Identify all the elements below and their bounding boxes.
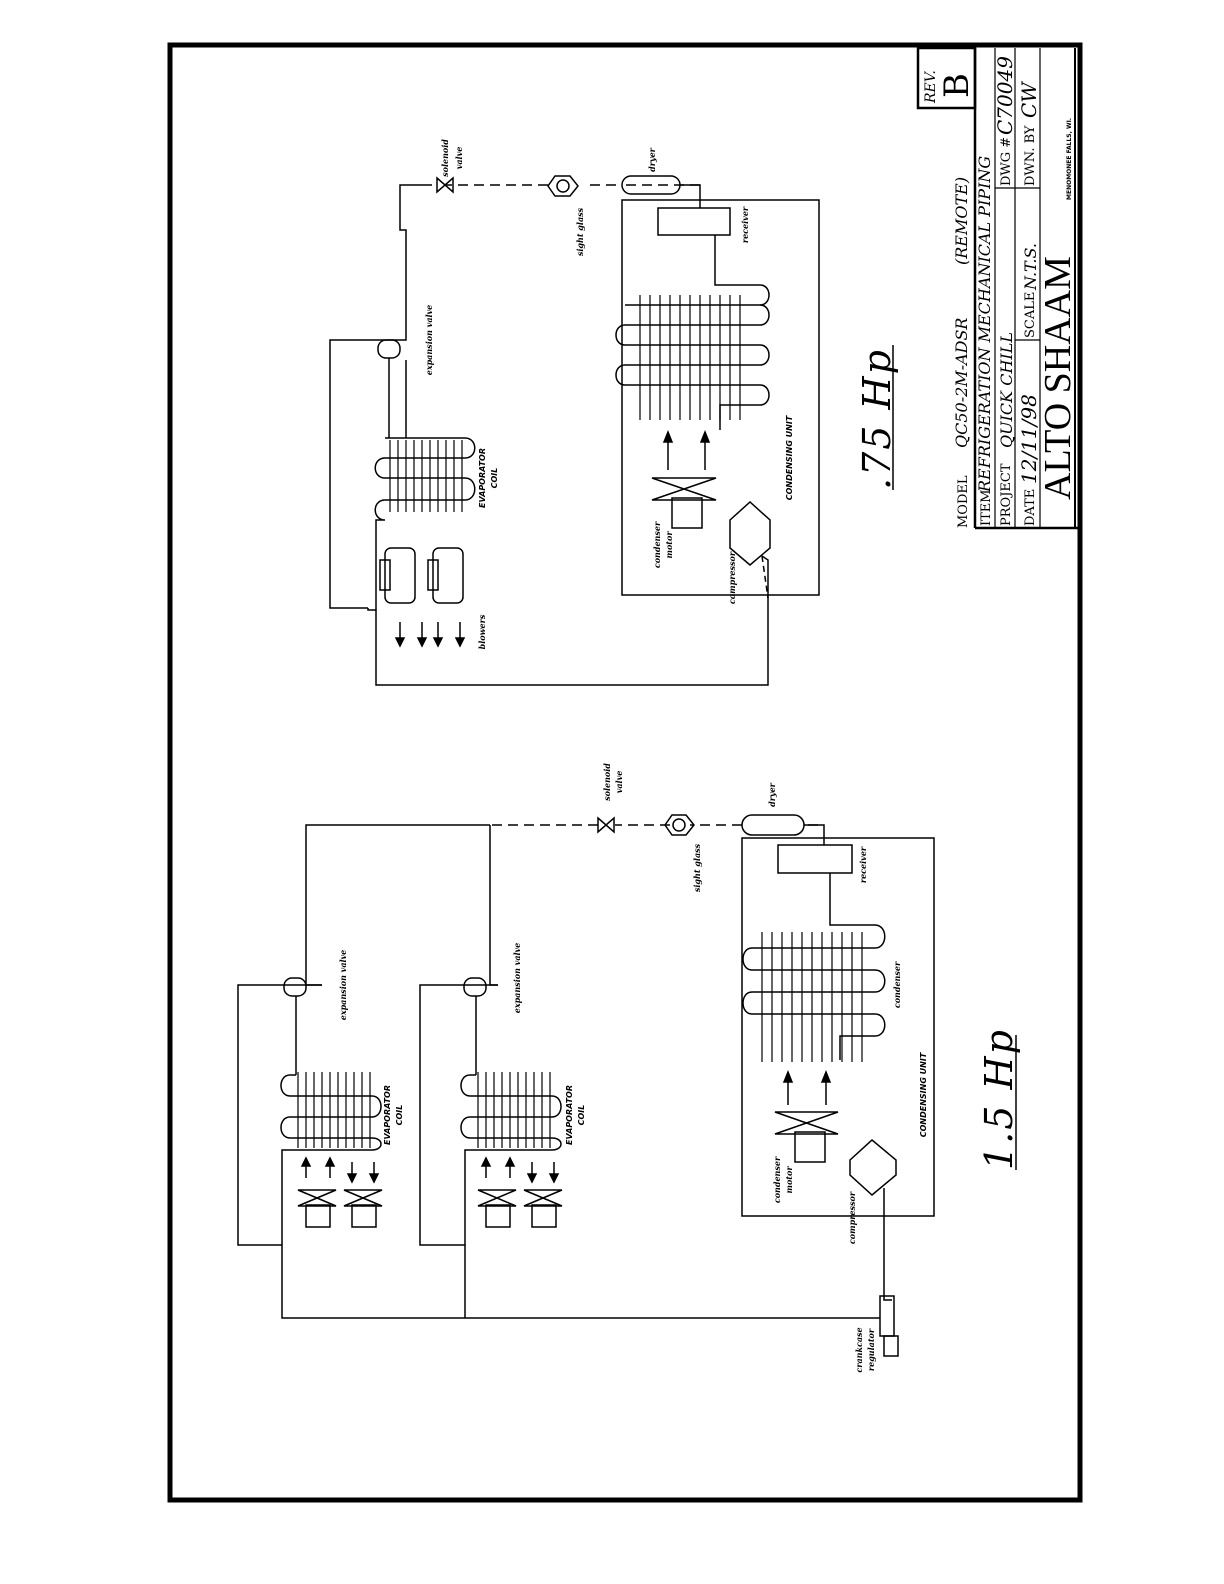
evaporator-1-label: EVAPORATOR (383, 1085, 392, 1145)
coil-2-label: COIL (577, 1105, 586, 1126)
evaporator-1 (237, 977, 383, 1246)
blowers (379, 547, 466, 648)
dryer-15 (741, 814, 805, 836)
heading-075hp: .75 Hp (855, 348, 899, 490)
coil-1-label: COIL (395, 1105, 404, 1126)
condensing-unit-box-15 (741, 837, 935, 1217)
expansion-valve-2-label: expansion valve (512, 943, 522, 1014)
motor-label: motor (664, 531, 674, 559)
sight-glass-label: sight glass (575, 207, 585, 256)
condensing-unit-label-15: CONDENSING UNIT (919, 1052, 928, 1137)
condenser-motor (651, 477, 717, 529)
dryer-label: dryer (647, 147, 657, 172)
valve-label-15: valve (614, 771, 624, 794)
labels-15hp: 1.5 Hp solenoid valve dryer sight glass … (338, 763, 1021, 1373)
solenoid-valve-15 (597, 816, 615, 834)
rev-letter: B (937, 73, 977, 98)
evaporator-1-fans (297, 1156, 383, 1228)
scale-label: SCALE (1023, 292, 1038, 338)
condenser-coil-label: condenser (892, 961, 902, 1008)
compressor-label: compressor (727, 551, 737, 604)
condensing-unit-box (621, 199, 820, 596)
condenser-coil (615, 304, 770, 430)
evaporator-2 (419, 977, 563, 1246)
condenser-airflow-arrows-15 (782, 1069, 832, 1105)
expansion-valve-1-label: expansion valve (338, 950, 348, 1021)
condenser-fins (639, 295, 741, 420)
system-15hp (237, 814, 935, 1357)
model-label: MODEL (956, 475, 971, 528)
labels-075hp: .75 Hp solenoid valve dryer sight glass … (424, 139, 899, 650)
evaporator-fins (389, 440, 463, 512)
solenoid-valve (436, 176, 454, 194)
coil-label: COIL (490, 468, 499, 489)
project-label: PROJECT (999, 463, 1014, 526)
model-value: QC50-2M-ADSR (952, 318, 971, 448)
condenser-fins-15 (761, 932, 863, 1062)
drawn-by-value: CW (1017, 81, 1041, 118)
blowers-label: blowers (477, 614, 487, 649)
receiver-15 (777, 844, 853, 874)
motor-label-15: motor (784, 1166, 794, 1194)
condenser-airflow-arrows (662, 429, 711, 470)
outer-border (167, 42, 1083, 1503)
dwg-value: C70049 (993, 56, 1017, 135)
solenoid-label-15: solenoid (602, 763, 612, 801)
receiver-label: receiver (740, 206, 750, 243)
system-075hp (329, 175, 820, 686)
compressor (729, 500, 771, 566)
company-location: MENOMONEE FALLS, WI. (1066, 118, 1073, 200)
dwg-label: DWG # (999, 137, 1014, 186)
model-note: (REMOTE) (952, 177, 971, 265)
compressor-15 (849, 1139, 897, 1196)
compressor-label-15: compressor (847, 1191, 857, 1244)
evaporator-2-label: EVAPORATOR (565, 1085, 574, 1145)
date-label: DATE (1023, 489, 1038, 526)
evaporator-2-fans (477, 1156, 563, 1228)
evaporator-label: EVAPORATOR (478, 448, 487, 508)
title-block: MODEL QC50-2M-ADSR (REMOTE) ITEM REFRIGE… (916, 46, 1079, 530)
date-value: 12/11/98 (1017, 394, 1041, 484)
regulator-label: regulator (866, 1328, 876, 1371)
drawn-by-label: DWN. BY (1023, 125, 1038, 186)
valve-label: valve (454, 147, 464, 170)
rev-label: REV. (923, 70, 939, 104)
company-name: ALTO SHAAM (1037, 256, 1079, 500)
expansion-valve (329, 339, 401, 609)
crankcase-regulator (465, 1295, 899, 1357)
item-value: REFRIGERATION MECHANICAL PIPING (975, 156, 994, 493)
project-value: QUICK CHILL (997, 332, 1016, 448)
crankcase-label: crankcase (854, 1327, 864, 1372)
revision-box (916, 46, 977, 110)
item-label: ITEM (979, 489, 994, 526)
condensing-unit-label: CONDENSING UNIT (785, 415, 794, 500)
sight-glass (547, 175, 579, 197)
expansion-valve-label: expansion valve (424, 305, 434, 376)
scale-value: N.T.S. (1021, 243, 1040, 291)
condenser-label: condenser (652, 521, 662, 568)
condenser-motor-15 (774, 1111, 839, 1163)
sight-glass-label-15: sight glass (692, 843, 702, 892)
sight-glass-15 (664, 814, 695, 836)
condenser-label-15: condenser (772, 1156, 782, 1203)
receiver-label-15: receiver (858, 846, 868, 883)
receiver (657, 207, 731, 236)
dryer-label-15: dryer (767, 782, 777, 807)
heading-15hp: 1.5 Hp (977, 1028, 1021, 1170)
solenoid-label: solenoid (440, 139, 450, 177)
